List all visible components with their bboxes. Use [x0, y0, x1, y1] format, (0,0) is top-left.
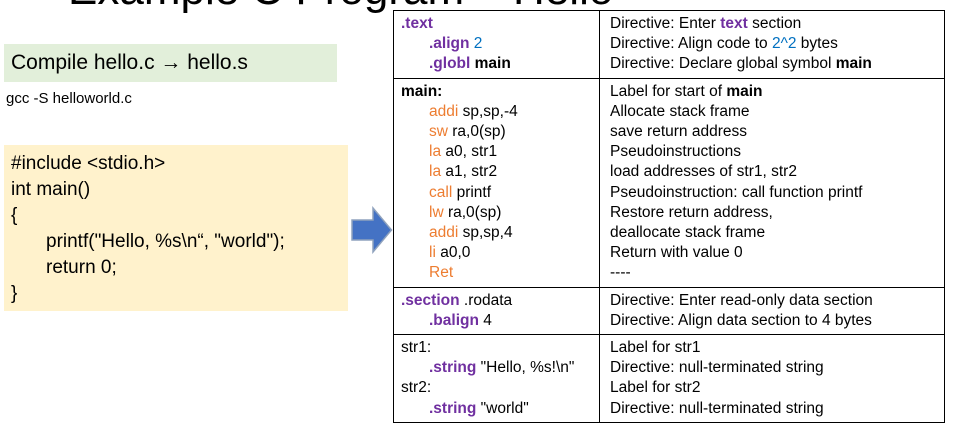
c-code-line: return 0; [46, 257, 117, 278]
explanation-line: save return address [610, 123, 747, 141]
asm-line: str2: [401, 379, 432, 397]
explanation-line: Directive: Enter read-only data section [610, 291, 873, 309]
explanation-line: Directive: Declare global symbol main [610, 55, 872, 73]
asm-line: la a1, str2 [429, 163, 498, 181]
explanation-line: Return with value 0 [610, 244, 743, 262]
explanation-line: Directive: null-terminated string [610, 359, 824, 377]
asm-cell: str1: .string "Hello, %s!\n" str2: .string … [394, 335, 600, 422]
asm-line: .string "world" [429, 399, 529, 417]
c-source-box: #include <stdio.h> int main() { printf("Hel… [4, 145, 348, 311]
explanation-line: Directive: Align code to 2^2 bytes [610, 35, 838, 53]
gcc-command-text: gcc -S helloworld.c [6, 90, 132, 107]
c-code-line: printf("Hello, %s\n“, "world"); [46, 231, 285, 252]
asm-cell: .text .align 2 .globl main [394, 11, 600, 78]
asm-line: sw ra,0(sp) [429, 123, 506, 141]
table-row: .text .align 2 .globl main Directive: Enter… [394, 11, 944, 78]
c-code-lines: #include <stdio.h> int main() { printf("Hel… [4, 151, 348, 307]
explanation-line: Label for str2 [610, 379, 701, 397]
asm-line: Ret [429, 264, 454, 282]
asm-cell: main: addi sp,sp,-4 sw ra,0(sp) la a0, str1… [394, 78, 600, 287]
asm-line: la a0, str1 [429, 143, 498, 161]
explanation-line: Directive: null-terminated string [610, 399, 824, 417]
explanation-line: Directive: Enter text section [610, 15, 802, 32]
explanation-line: Pseudoinstruction: call function printf [610, 183, 863, 201]
c-code-line: { [11, 205, 18, 226]
asm-line: .section .rodata [401, 291, 513, 309]
right-block-arrow-icon [351, 205, 393, 255]
table-row: main: addi sp,sp,-4 sw ra,0(sp) la a0, str1… [394, 77, 944, 287]
asm-line: .text [401, 15, 433, 32]
compile-heading: Compile hello.c → hello.s [4, 44, 337, 82]
asm-line: addi sp,sp,-4 [429, 102, 518, 120]
explanation-line: ---- [610, 264, 631, 282]
explanation-line: Restore return address, [610, 203, 773, 221]
explanation-line: deallocate stack frame [610, 224, 766, 242]
c-code-line: } [11, 283, 18, 304]
table-row: str1: .string "Hello, %s!\n" str2: .string … [394, 334, 944, 422]
asm-line: .balign 4 [429, 311, 492, 329]
asm-line: addi sp,sp,4 [429, 224, 513, 242]
asm-line: li a0,0 [429, 244, 471, 262]
asm-line: main: [401, 82, 443, 100]
explanation-line: Label for str1 [610, 339, 701, 357]
asm-line: call printf [429, 183, 492, 201]
explanation-line: Pseudoinstructions [610, 143, 741, 161]
explanation-line: load addresses of str1, str2 [610, 163, 797, 181]
asm-line: str1: [401, 339, 432, 357]
asm-line: .globl main [429, 55, 511, 73]
c-code-line: int main() [11, 179, 91, 200]
asm-line: .align 2 [429, 35, 483, 53]
c-code-line: #include <stdio.h> [11, 153, 166, 174]
explanation-line: Directive: Align data section to 4 bytes [610, 311, 872, 329]
asm-line: .string "Hello, %s!\n" [429, 359, 575, 377]
table-row: .section .rodata .balign 4 Directive: Ente… [394, 286, 944, 335]
asm-line: lw ra,0(sp) [429, 203, 502, 221]
explanation-line: Allocate stack frame [610, 102, 750, 120]
asm-cell: .section .rodata .balign 4 [394, 287, 600, 335]
gcc-command: gcc -S helloworld.c [6, 90, 132, 107]
compile-heading-text: Compile hello.c → hello.s [11, 51, 248, 74]
explanation-line: Label for start of main [610, 82, 763, 100]
